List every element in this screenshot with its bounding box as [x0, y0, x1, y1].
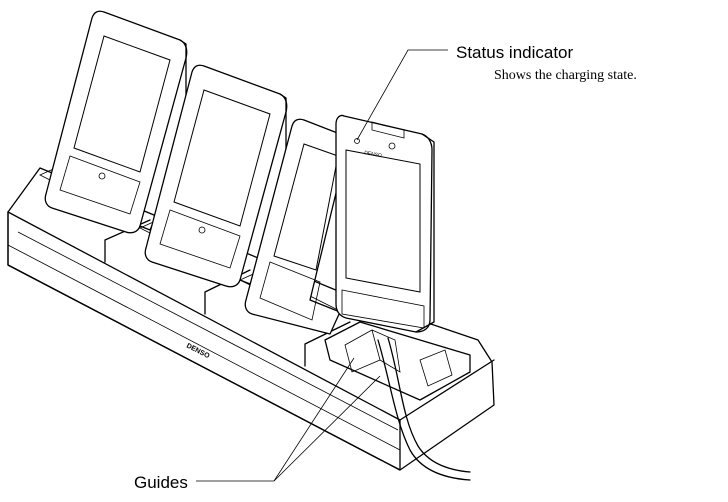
- device-brand-label: DENSO: [364, 150, 383, 159]
- guides-title: Guides: [134, 473, 188, 492]
- terminal-4: [335, 114, 435, 333]
- status-indicator-led: [354, 138, 360, 144]
- guides-leader: [196, 357, 381, 482]
- status-indicator-leader: [356, 49, 448, 141]
- terminal-2: [144, 64, 288, 288]
- terminal-1: [44, 10, 188, 234]
- status-indicator-description: Shows the charging state.: [494, 68, 637, 83]
- status-indicator-title: Status indicator: [456, 43, 574, 62]
